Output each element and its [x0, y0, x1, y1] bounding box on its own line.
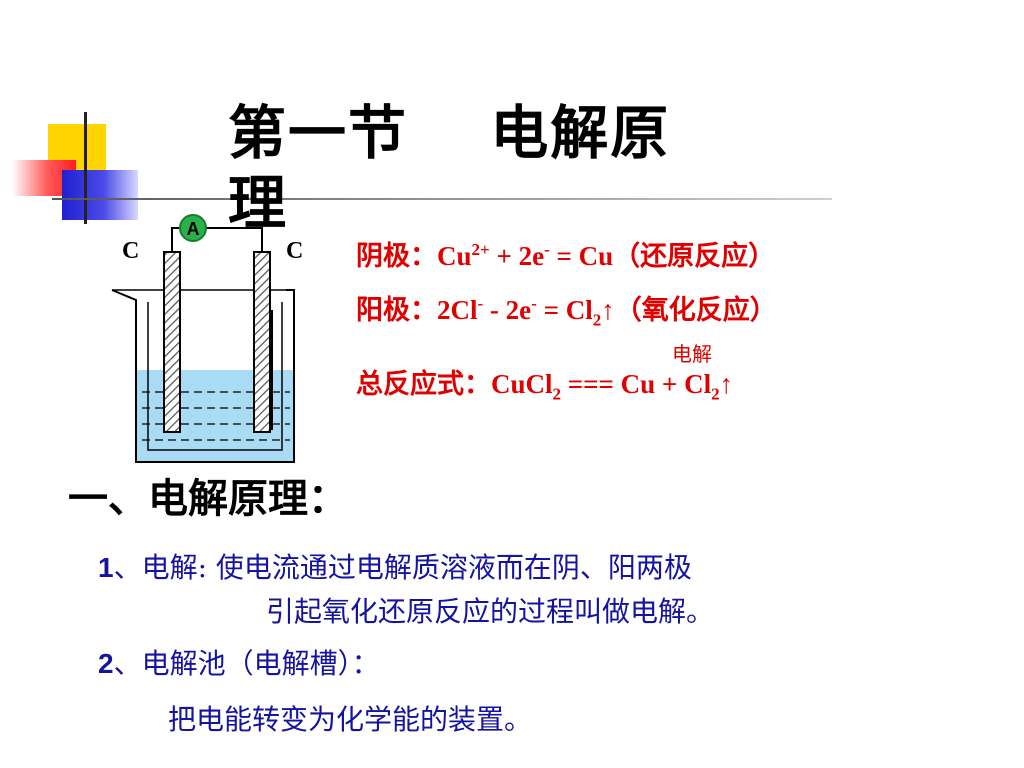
cathode-species: Cu — [437, 241, 472, 271]
cathode-electrons: + 2e — [489, 241, 545, 271]
beaker — [111, 289, 295, 463]
definition-item-2: 2、电解池（电解槽）： — [98, 642, 380, 682]
reaction-sign: === — [561, 369, 621, 399]
item-number: 1 — [98, 552, 114, 583]
right-electrode-label: C — [286, 238, 304, 264]
total-products: Cu + Cl — [620, 369, 712, 399]
decor-horizontal-line — [52, 198, 832, 200]
definition-item-1: 1、电解: 使电流通过电解质溶液而在阴、阳两极 — [98, 546, 692, 586]
item-term: 电解: — [141, 551, 208, 584]
item-separator: 、 — [113, 647, 142, 680]
ammeter-label: A — [187, 219, 200, 239]
anode-species: 2Cl — [437, 295, 478, 325]
anode-equation: 阳极：2Cl- - 2e- = Cl2↑（氧化反应） — [356, 288, 777, 330]
total-product-subscript: 2 — [711, 384, 720, 404]
ammeter-icon — [179, 214, 207, 242]
cathode-label: 阴极： — [356, 241, 437, 271]
decor-blue-block — [62, 170, 138, 220]
item-definition-line-2: 引起氧化还原反应的过程叫做电解。 — [266, 595, 715, 628]
slide-title: 第一节 电解原 理 — [228, 98, 748, 238]
title-line-1: 第一节 电解原 — [228, 99, 671, 167]
gas-arrow-icon: ↑ — [601, 295, 615, 325]
item-term: 电解池（电解槽）： — [141, 647, 380, 680]
beaker-inner-wall — [147, 302, 283, 451]
anode-note: （氧化反应） — [614, 295, 777, 325]
left-electrode — [163, 251, 181, 433]
total-label: 总反应式： — [356, 369, 491, 399]
anode-electrons: - 2e — [483, 295, 532, 325]
decor-vertical-line — [84, 112, 87, 224]
gas-arrow-icon: ↑ — [719, 369, 734, 399]
section-heading: 一、电解原理： — [68, 475, 348, 522]
anode-product: = Cl — [536, 295, 593, 325]
left-electrode-label: C — [122, 238, 140, 264]
title-line-2: 理 — [228, 169, 289, 237]
anode-label: 阳极： — [356, 295, 437, 325]
cathode-product: = Cu — [549, 241, 614, 271]
anode-charge: - — [477, 294, 484, 313]
item-definition-line-1: 使电流通过电解质溶液而在阴、阳两极 — [207, 551, 692, 584]
right-electrode — [253, 251, 271, 433]
total-reactant: CuCl — [491, 369, 553, 399]
item-separator: 、 — [113, 551, 142, 584]
total-reactant-subscript: 2 — [552, 384, 562, 404]
circuit-wire — [171, 227, 263, 256]
electrolysis-condition: 电解 — [672, 342, 712, 366]
electron-charge: - — [544, 240, 550, 259]
item-number: 2 — [98, 648, 114, 679]
anode-electron-charge: - — [531, 294, 537, 313]
cathode-charge: 2+ — [471, 240, 490, 259]
cathode-note: （还原反应） — [613, 241, 776, 271]
total-equation: 总反应式：CuCl2 === Cu + Cl2↑ — [356, 362, 733, 404]
item-definition: 把电能转变为化学能的装置。 — [168, 703, 533, 736]
electrolysis-apparatus-diagram: A — [111, 214, 295, 463]
cathode-equation: 阴极：Cu2+ + 2e- = Cu（还原反应） — [356, 234, 775, 273]
anode-subscript: 2 — [592, 310, 602, 330]
